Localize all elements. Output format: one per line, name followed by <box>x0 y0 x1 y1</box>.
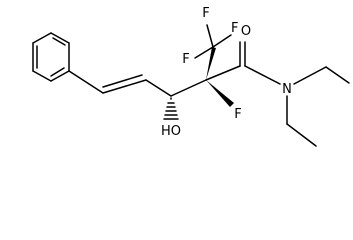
phenyl-ring <box>32 32 70 82</box>
cf3-group <box>194 24 232 59</box>
carbonyl-double-bond <box>239 41 246 67</box>
atom-f-top: F <box>202 6 209 21</box>
fluoro-wedge-bond <box>206 80 234 107</box>
alkene-chain <box>68 70 172 97</box>
c2-c1-bond <box>205 65 241 81</box>
c3-c2-bond <box>170 79 207 97</box>
atom-f-lower: F <box>234 107 241 122</box>
diethylamino-group <box>286 66 350 147</box>
c1-n-bond <box>244 65 281 85</box>
hydroxyl-hash-wedge <box>163 97 179 120</box>
cf3-wedge-bond <box>206 47 216 80</box>
atom-nitrogen: N <box>282 82 292 97</box>
atom-hydroxyl: HO <box>161 124 181 139</box>
chemical-structure: F F F O N F HO <box>32 6 350 147</box>
atom-f-right: F <box>231 21 238 36</box>
atom-f-left: F <box>182 52 189 67</box>
atom-oxygen-carbonyl: O <box>241 24 251 39</box>
